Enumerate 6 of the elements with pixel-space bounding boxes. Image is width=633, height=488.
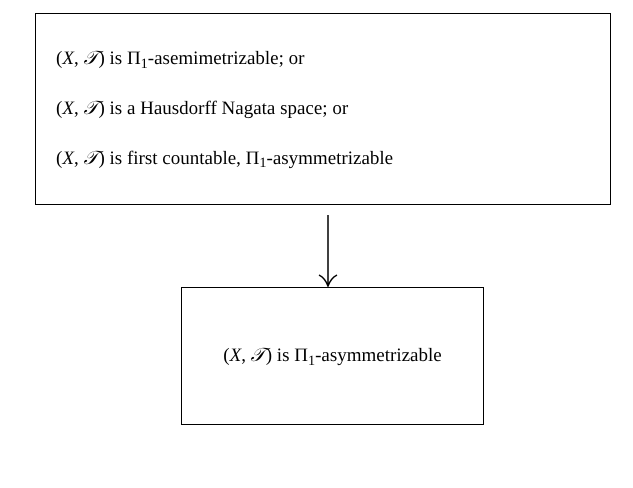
statement-text: (X, 𝒯) is Π$_{1}$-asymmetrizable — [223, 344, 442, 368]
statement-text: (X, 𝒯) is a Hausdorff Nagata space; or — [56, 97, 350, 121]
statement-box — [181, 287, 484, 425]
statement-text: (X, 𝒯) is first countable, Π$_{1}$-asymmetrizable — [56, 146, 394, 171]
statement-box — [35, 13, 611, 205]
statement-text: (X, 𝒯) is Π$_{1}$-asemimetrizable; or — [56, 47, 306, 72]
